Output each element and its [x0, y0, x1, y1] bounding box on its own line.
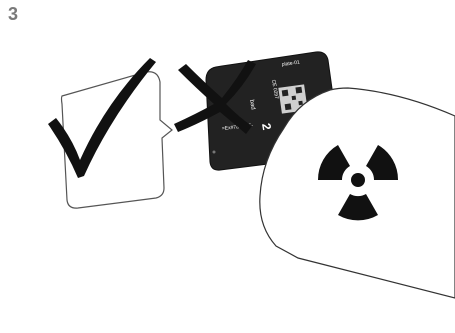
plate-marker	[213, 151, 216, 154]
step-number: 3	[8, 4, 18, 24]
radiation-warning-card	[260, 88, 455, 298]
approved-card-outline	[62, 72, 173, 208]
approved-card	[48, 58, 172, 208]
radiation-card-outline	[260, 88, 455, 298]
